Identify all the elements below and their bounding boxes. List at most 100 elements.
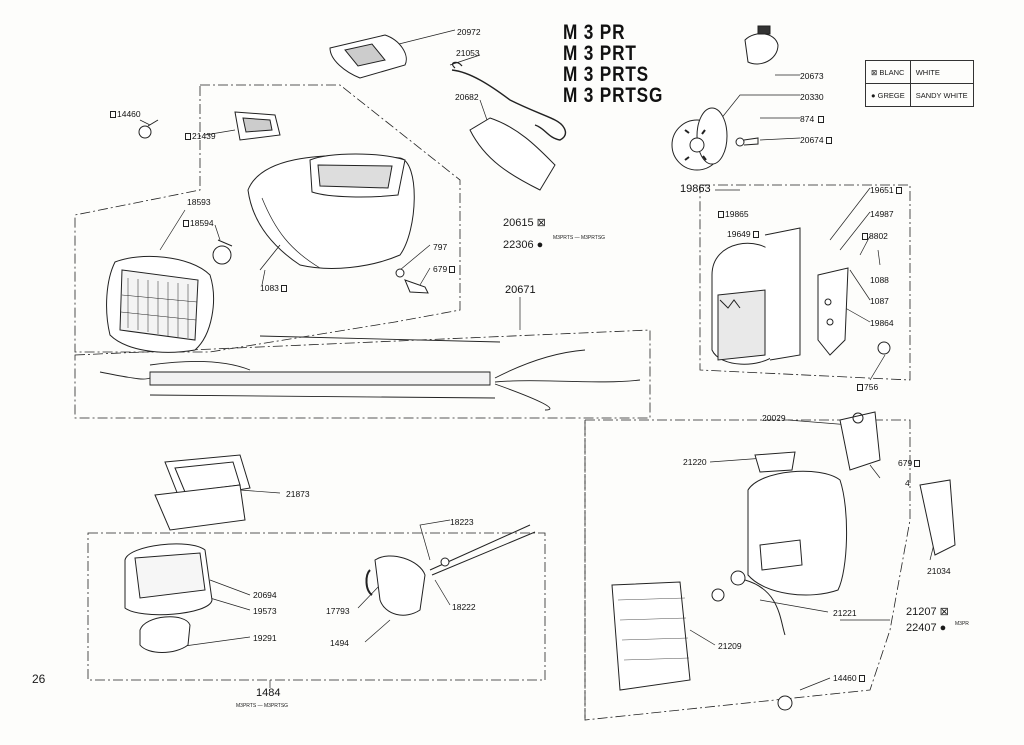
model-name: M 3 PRT <box>563 42 637 65</box>
part-label: 14460 <box>833 673 866 683</box>
part-label: 19291 <box>253 633 277 643</box>
box-icon <box>825 137 832 144</box>
model-note: M3PRTS — M3PRTSG <box>553 235 606 241</box>
bulb-14460-rear <box>777 695 793 711</box>
part-label: 19649 <box>727 229 760 239</box>
part-label: 20029 <box>762 413 786 423</box>
color-legend: ⊠ BLANC WHITE ● GREGE SANDY WHITE <box>865 60 974 107</box>
part-label: 14460 <box>110 109 141 119</box>
box-icon <box>858 675 865 682</box>
plate-21034 <box>919 479 956 556</box>
model-name: M 3 PR <box>563 21 626 44</box>
code-box-headlamp: 20615 ⊠ 22306 ● <box>503 217 546 252</box>
part-label: 19573 <box>253 606 277 616</box>
part-label: 19651 <box>870 185 903 195</box>
box-icon <box>280 285 287 292</box>
box-icon <box>185 133 191 140</box>
horn-20330 <box>671 107 728 171</box>
bolt-20674 <box>735 137 759 147</box>
part-label: 21053 <box>456 48 480 58</box>
part-label: 679 <box>898 458 921 468</box>
part-label: 19865 <box>718 209 749 219</box>
box-icon <box>895 187 902 194</box>
part-label: 1484 <box>256 687 281 699</box>
part-label: 21209 <box>718 641 742 651</box>
part-label: 19864 <box>870 318 894 328</box>
part-label: 17793 <box>326 606 350 616</box>
part-label: 1083 <box>260 283 288 293</box>
part-label: 20673 <box>800 71 824 81</box>
part-label: 20694 <box>253 590 277 600</box>
box-icon <box>449 266 456 273</box>
rear-lens-21209 <box>611 581 691 691</box>
throttle-17793 <box>365 555 426 616</box>
tail-light-19865 <box>711 227 801 365</box>
part-label: 20330 <box>800 92 824 102</box>
part-label: 21207 <box>906 606 937 618</box>
box-icon <box>718 211 724 218</box>
part-label: 20615 <box>503 217 534 229</box>
assembly-boundary-lines <box>74 84 911 721</box>
reflector-plate-20682 <box>469 117 556 191</box>
bracket-21053 <box>451 61 567 141</box>
model-note: M3PRTS — M3PRTSG <box>236 703 289 709</box>
part-label: 679 <box>433 264 456 274</box>
part-label: 20972 <box>457 27 481 37</box>
speedometer-20694 <box>124 543 213 653</box>
model-name: M 3 PRTSG <box>563 84 664 107</box>
screw-797 <box>395 268 429 294</box>
part-label: 1088 <box>870 275 889 285</box>
sandy-symbol: ● <box>536 239 544 251</box>
code-box-rear: 21207 ⊠ 22407 ● <box>906 606 949 635</box>
box-icon <box>183 220 189 227</box>
top-cover-plate <box>329 34 407 79</box>
part-label: 756 <box>857 382 878 392</box>
headlamp-shell <box>247 153 415 271</box>
part-label: 22407 <box>906 622 937 634</box>
part-label: 1494 <box>330 638 349 648</box>
box-icon <box>818 116 825 123</box>
part-label: 8802 <box>862 231 888 241</box>
white-symbol: ⊠ <box>536 217 546 229</box>
socket-18594 <box>212 239 233 265</box>
box-icon <box>110 111 116 118</box>
part-label: 797 <box>433 242 448 252</box>
part-label: 874 <box>800 114 825 124</box>
part-label: 20682 <box>455 92 479 102</box>
cable-18223 <box>429 524 536 576</box>
sandy-symbol: ● <box>939 622 947 634</box>
part-label: 21439 <box>185 131 216 141</box>
box-icon <box>862 233 868 240</box>
box-icon <box>914 460 921 467</box>
part-label: 19863 <box>680 183 711 195</box>
part-label: 18222 <box>452 602 476 612</box>
speedometer-seal-21873 <box>154 454 251 531</box>
part-label: 20671 <box>505 284 536 296</box>
white-symbol: ⊠ <box>939 606 949 618</box>
headlamp-lens <box>106 255 215 353</box>
bulb-14460 <box>138 119 159 139</box>
legend-en: WHITE <box>909 60 974 84</box>
box-icon <box>857 384 863 391</box>
socket-21221 <box>711 570 786 636</box>
part-label: 22306 <box>503 239 534 251</box>
bulb-756 <box>877 341 891 355</box>
leader-lines <box>139 29 936 691</box>
bracket-20029 <box>839 411 881 471</box>
part-label: 18593 <box>187 197 211 207</box>
model-list: M 3 PR M 3 PRT M 3 PRTS M 3 PRTSG <box>563 22 663 106</box>
bracket-19864 <box>817 267 849 356</box>
part-label: 18594 <box>183 218 214 228</box>
part-label: 14987 <box>870 209 894 219</box>
legend-en: SANDY WHITE <box>909 83 974 107</box>
switch-20673 <box>744 25 779 65</box>
part-label: 4 <box>905 478 910 488</box>
part-label: 20674 <box>800 135 833 145</box>
legend-fr: ⊠ BLANC <box>865 60 911 84</box>
legend-fr: ● GREGE <box>865 83 911 107</box>
page-number: 26 <box>32 672 46 686</box>
part-label: 21034 <box>927 566 951 576</box>
part-label: 21220 <box>683 457 707 467</box>
part-label: 21221 <box>833 608 857 618</box>
part-label: 21873 <box>286 489 310 499</box>
